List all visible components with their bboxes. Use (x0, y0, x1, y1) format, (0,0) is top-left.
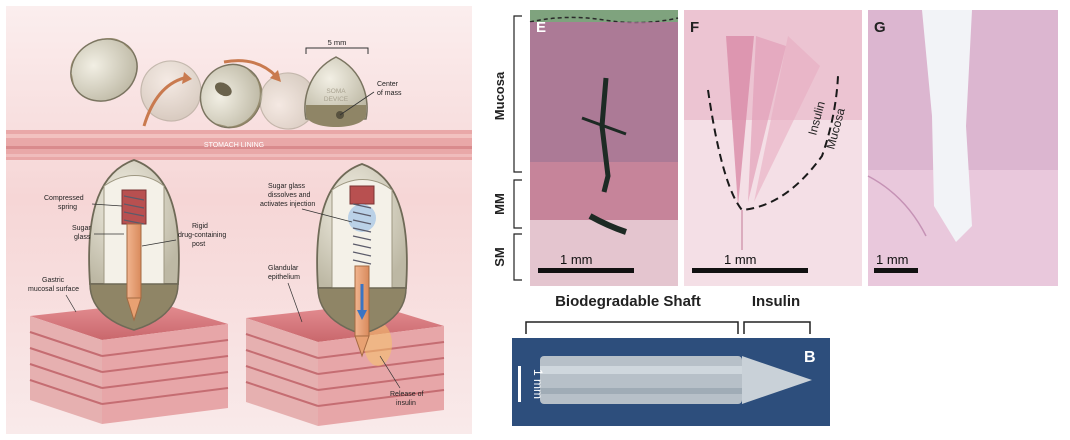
compressed-spring-label-2: spring (58, 204, 77, 211)
rotation-arrow-1 (142, 76, 185, 127)
dimension-label: 5 mm (328, 38, 347, 47)
glandular-epithelium-label-1: Glandular (268, 265, 299, 272)
release-insulin-label-2: insulin (396, 400, 416, 407)
labels-right-device: Sugar glass dissolves and activates inje… (260, 183, 424, 407)
rigid-post-label-3: post (192, 241, 205, 248)
stomach-lining-label: STOMACH LINING (204, 142, 264, 149)
biodegradable-shaft-label: Biodegradable Shaft (555, 293, 701, 310)
gastric-surface-label-1: Gastric (42, 277, 65, 284)
center-mass-pointer (339, 91, 375, 116)
rotation-arrowhead-1 (182, 72, 192, 84)
panel-g-scale-label: 1 mm (876, 252, 909, 267)
sugar-glass-label-1: Sugar (72, 225, 91, 232)
microneedle-shaft (540, 356, 812, 404)
histology-panel-f (684, 10, 862, 286)
layer-label-mucosa: Mucosa (492, 71, 507, 120)
release-insulin-label-1: Release of (390, 391, 424, 398)
panel-f-letter: F (690, 19, 699, 36)
layer-label-sm: SM (492, 247, 507, 267)
glandular-epithelium-label-2: epithelium (268, 274, 300, 281)
microneedle-photo-panel: Biodegradable Shaft Insulin 1 mm B (512, 293, 830, 426)
scale-bar-label: 1 mm (531, 369, 545, 399)
soma-device-label-1: SOMA (326, 88, 346, 95)
device-upright: SOMA DEVICE (304, 56, 368, 127)
rotation-arrowhead-2 (270, 70, 281, 82)
layer-brackets (513, 15, 522, 281)
compressed-spring-label-1: Compressed (44, 195, 84, 202)
insulin-release-glow (364, 322, 392, 366)
rigid-post-label-1: Rigid (192, 223, 208, 230)
panel-f-scale-label: 1 mm (724, 252, 757, 267)
center-of-mass-label-2: of mass (377, 90, 402, 97)
gastric-surface-label-2: mucosal surface (28, 286, 79, 293)
scale-bar (518, 366, 521, 402)
dimension-bracket (305, 47, 369, 54)
soma-device-label-2: DEVICE (324, 96, 349, 103)
rotation-arrow-2 (223, 59, 278, 78)
device-cutaway-right (316, 163, 408, 358)
panel-e-scale-label: 1 mm (560, 252, 593, 267)
sugar-glass-label-2: glass (74, 234, 91, 241)
insulin-label: Insulin (752, 293, 800, 310)
device-tilted-1 (70, 38, 138, 102)
labels-left-device: Compressed spring Sugar glass Rigid drug… (28, 195, 226, 313)
self-orienting-sequence: SOMA DEVICE 5 mm Center of mass (70, 38, 402, 130)
shaft-bracket (525, 321, 739, 334)
insulin-bracket (743, 321, 811, 334)
soma-device-illustration: STOMACH LINING SOMA DEVICE (6, 6, 472, 434)
panel-g-letter: G (874, 19, 886, 36)
histology-panel-g (867, 10, 1058, 286)
panel-b-letter: B (804, 349, 816, 366)
sugar-dissolves-label-2: dissolves and (268, 192, 311, 199)
rigid-post-label-2: drug-containing (178, 232, 226, 239)
sugar-dissolves-label-1: Sugar glass (268, 183, 305, 190)
panel-e-letter: E (536, 19, 546, 36)
center-of-mass-label-1: Center (377, 81, 399, 88)
sugar-dissolves-label-3: activates injection (260, 201, 315, 208)
layer-label-mm: MM (492, 193, 507, 215)
histology-panels: Mucosa MM SM E 1 mm F Insulin Mucosa 1 m… (492, 10, 1058, 286)
stomach-lining-band (6, 130, 472, 160)
device-tilted-3 (199, 63, 263, 129)
device-cutaway-left (88, 159, 180, 331)
histology-panel-e (529, 10, 679, 286)
